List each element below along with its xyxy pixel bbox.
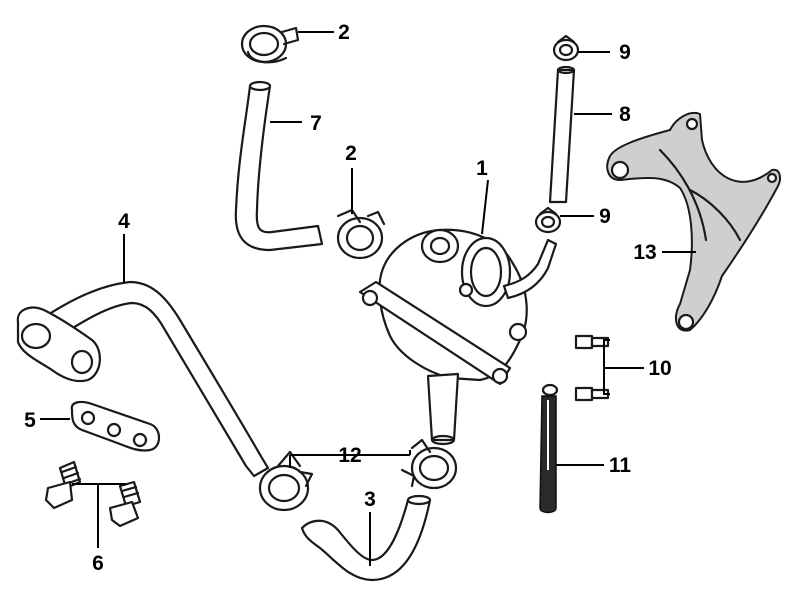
hose-part-3 <box>300 494 432 582</box>
callout-7: 7 <box>310 112 322 135</box>
clamp-part-9-top <box>552 34 580 62</box>
callout-1: 1 <box>476 157 488 180</box>
callout-13: 13 <box>633 241 656 264</box>
leader-6 <box>72 483 126 548</box>
bolt-part-6-right <box>108 480 142 528</box>
hose-part-7 <box>234 80 324 252</box>
callout-4: 4 <box>118 210 130 233</box>
pump-part-1 <box>358 228 558 446</box>
leader-1 <box>481 179 489 235</box>
callout-10: 10 <box>648 357 671 380</box>
callout-6: 6 <box>92 552 104 575</box>
gasket-part-5 <box>70 400 161 452</box>
callout-2-top: 2 <box>338 21 350 44</box>
clamp-part-2-middle <box>336 208 386 260</box>
callout-5: 5 <box>24 409 36 432</box>
clamp-part-2-top <box>240 24 300 64</box>
leader-lines <box>40 31 696 566</box>
callout-8: 8 <box>619 103 631 126</box>
callout-2-middle: 2 <box>345 142 357 165</box>
callout-9-top: 9 <box>619 41 631 64</box>
rod-part-11 <box>539 383 559 514</box>
bracket-part-13 <box>606 112 781 332</box>
callout-9-bottom: 9 <box>599 205 611 228</box>
callout-labels: 1 2 2 3 4 5 6 7 8 9 9 10 11 12 13 <box>24 21 672 575</box>
hose-flange-part-4 <box>16 306 101 383</box>
clamp-part-12-right <box>400 438 458 490</box>
bolt-part-6-left <box>44 460 82 510</box>
leader-12 <box>289 450 411 468</box>
callout-11: 11 <box>609 454 632 477</box>
bolt-part-10-bottom <box>574 386 610 402</box>
clamp-part-12-left <box>258 450 314 512</box>
leader-10 <box>603 339 644 395</box>
hose-part-8 <box>548 65 576 204</box>
hose-part-4 <box>38 280 270 478</box>
callout-12: 12 <box>338 444 361 467</box>
clamp-part-9-bottom <box>534 206 562 234</box>
callout-3: 3 <box>364 488 376 511</box>
